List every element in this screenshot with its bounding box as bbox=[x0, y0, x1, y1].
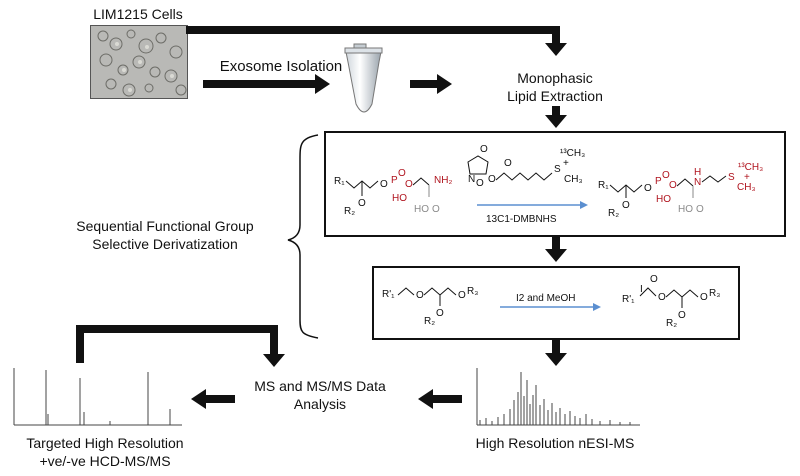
svg-text:H: H bbox=[694, 167, 701, 178]
svg-text:O: O bbox=[644, 183, 652, 194]
analysis-label-1: MS and MS/MS Data bbox=[254, 378, 386, 394]
svg-text:O: O bbox=[458, 290, 466, 301]
arrow-to-spectrum bbox=[545, 353, 567, 366]
svg-text:HO: HO bbox=[678, 204, 693, 215]
svg-text:N: N bbox=[468, 174, 475, 185]
extraction-label-1: Monophasic bbox=[517, 70, 593, 86]
nesi-label: High Resolution nESI-MS bbox=[475, 435, 635, 451]
cell-microscopy-image bbox=[90, 25, 188, 99]
svg-text:O: O bbox=[432, 204, 440, 215]
chem-r1-left: R₁ bbox=[334, 176, 345, 187]
hcd-label-2: +ve/-ve HCD-MS/MS bbox=[39, 453, 171, 469]
loop-up bbox=[76, 325, 84, 363]
reaction-2: R'₁ O O R₃ O R₂ I2 and MeOH I R'₁ O O O … bbox=[382, 274, 720, 329]
svg-text:O: O bbox=[436, 308, 444, 319]
eppendorf-tube-icon bbox=[344, 43, 383, 113]
reaction-1: R₁ O O R₂ P O HO O NH₂ HO O O O N O S + … bbox=[334, 144, 763, 225]
derivatization-label-1: Sequential Functional Group bbox=[76, 218, 254, 234]
svg-text:S: S bbox=[554, 164, 561, 175]
top-connector-line bbox=[186, 26, 560, 34]
loop-top bbox=[76, 325, 278, 333]
svg-text:HO: HO bbox=[392, 193, 407, 204]
curly-brace bbox=[287, 134, 319, 339]
svg-text:P: P bbox=[391, 175, 398, 186]
svg-text:HO: HO bbox=[656, 194, 671, 205]
svg-text:O: O bbox=[650, 274, 658, 285]
svg-text:R'₁: R'₁ bbox=[622, 294, 635, 305]
extraction-label-2: Lipid Extraction bbox=[507, 88, 603, 104]
tube-arrow-head bbox=[437, 74, 452, 94]
svg-text:R₃: R₃ bbox=[467, 286, 478, 297]
svg-text:¹³CH₃: ¹³CH₃ bbox=[738, 162, 763, 173]
svg-text:O: O bbox=[622, 200, 630, 211]
svg-text:O: O bbox=[700, 292, 708, 303]
svg-text:R₂: R₂ bbox=[608, 208, 619, 219]
svg-text:O: O bbox=[504, 158, 512, 169]
svg-text:O: O bbox=[398, 168, 406, 179]
svg-text:R'₁: R'₁ bbox=[382, 289, 395, 300]
svg-text:O: O bbox=[669, 180, 677, 191]
svg-text:O: O bbox=[696, 204, 704, 215]
svg-text:+: + bbox=[563, 158, 569, 169]
svg-text:O: O bbox=[480, 144, 488, 155]
svg-text:HO: HO bbox=[414, 204, 429, 215]
svg-text:O: O bbox=[358, 198, 366, 209]
exosome-label: Exosome Isolation bbox=[219, 58, 343, 75]
svg-text:¹³CH₃: ¹³CH₃ bbox=[560, 148, 585, 159]
exosome-arrow-head bbox=[315, 74, 330, 94]
arrow-to-left-spectrum bbox=[191, 389, 206, 409]
svg-text:NH₂: NH₂ bbox=[434, 175, 452, 186]
reagent1-label: 13C1-DMBNHS bbox=[486, 214, 557, 225]
exosome-arrow-shaft bbox=[203, 80, 318, 88]
reagent2-label: I2 and MeOH bbox=[516, 293, 575, 304]
nesi-spectrum bbox=[476, 368, 640, 426]
top-connector-drop bbox=[552, 26, 560, 44]
derivatization-label-2: Selective Derivatization bbox=[92, 236, 238, 252]
svg-text:O: O bbox=[405, 179, 413, 190]
arrow-to-analysis bbox=[418, 389, 433, 409]
loop-down bbox=[270, 325, 278, 355]
svg-text:R₂: R₂ bbox=[424, 316, 435, 327]
svg-text:O: O bbox=[658, 292, 666, 303]
cells-label: LIM1215 Cells bbox=[93, 6, 183, 22]
svg-text:O: O bbox=[678, 310, 686, 321]
arrow-to-box2 bbox=[545, 249, 567, 262]
hcd-spectrum bbox=[13, 368, 182, 426]
analysis-label-2: Analysis bbox=[293, 396, 347, 412]
svg-text:R₂: R₂ bbox=[344, 206, 355, 217]
svg-text:+: + bbox=[744, 172, 750, 183]
dmbnhs-reagent: O O N O S + ¹³CH₃ CH₃ O bbox=[467, 144, 585, 189]
svg-text:O: O bbox=[476, 178, 484, 189]
svg-text:O: O bbox=[380, 179, 388, 190]
svg-text:S: S bbox=[728, 172, 735, 183]
svg-text:CH₃: CH₃ bbox=[564, 174, 583, 185]
svg-text:R₂: R₂ bbox=[666, 318, 677, 329]
svg-text:CH₃: CH₃ bbox=[737, 182, 756, 193]
arrow-head-down-top bbox=[545, 43, 567, 56]
loop-arrow-head bbox=[263, 354, 285, 367]
cell-texture bbox=[97, 29, 187, 97]
arrow-to-box1 bbox=[545, 115, 567, 128]
tube-arrow-shaft bbox=[410, 80, 438, 88]
svg-text:P: P bbox=[655, 176, 662, 187]
svg-text:R₃: R₃ bbox=[709, 288, 720, 299]
svg-text:R₁: R₁ bbox=[598, 180, 609, 191]
hcd-label-1: Targeted High Resolution bbox=[26, 435, 184, 451]
derivatization-box-2 bbox=[372, 266, 740, 340]
svg-text:O: O bbox=[662, 170, 670, 181]
svg-text:I: I bbox=[640, 284, 643, 295]
svg-text:O: O bbox=[416, 290, 424, 301]
svg-text:O: O bbox=[488, 174, 496, 185]
svg-text:N: N bbox=[694, 177, 701, 188]
